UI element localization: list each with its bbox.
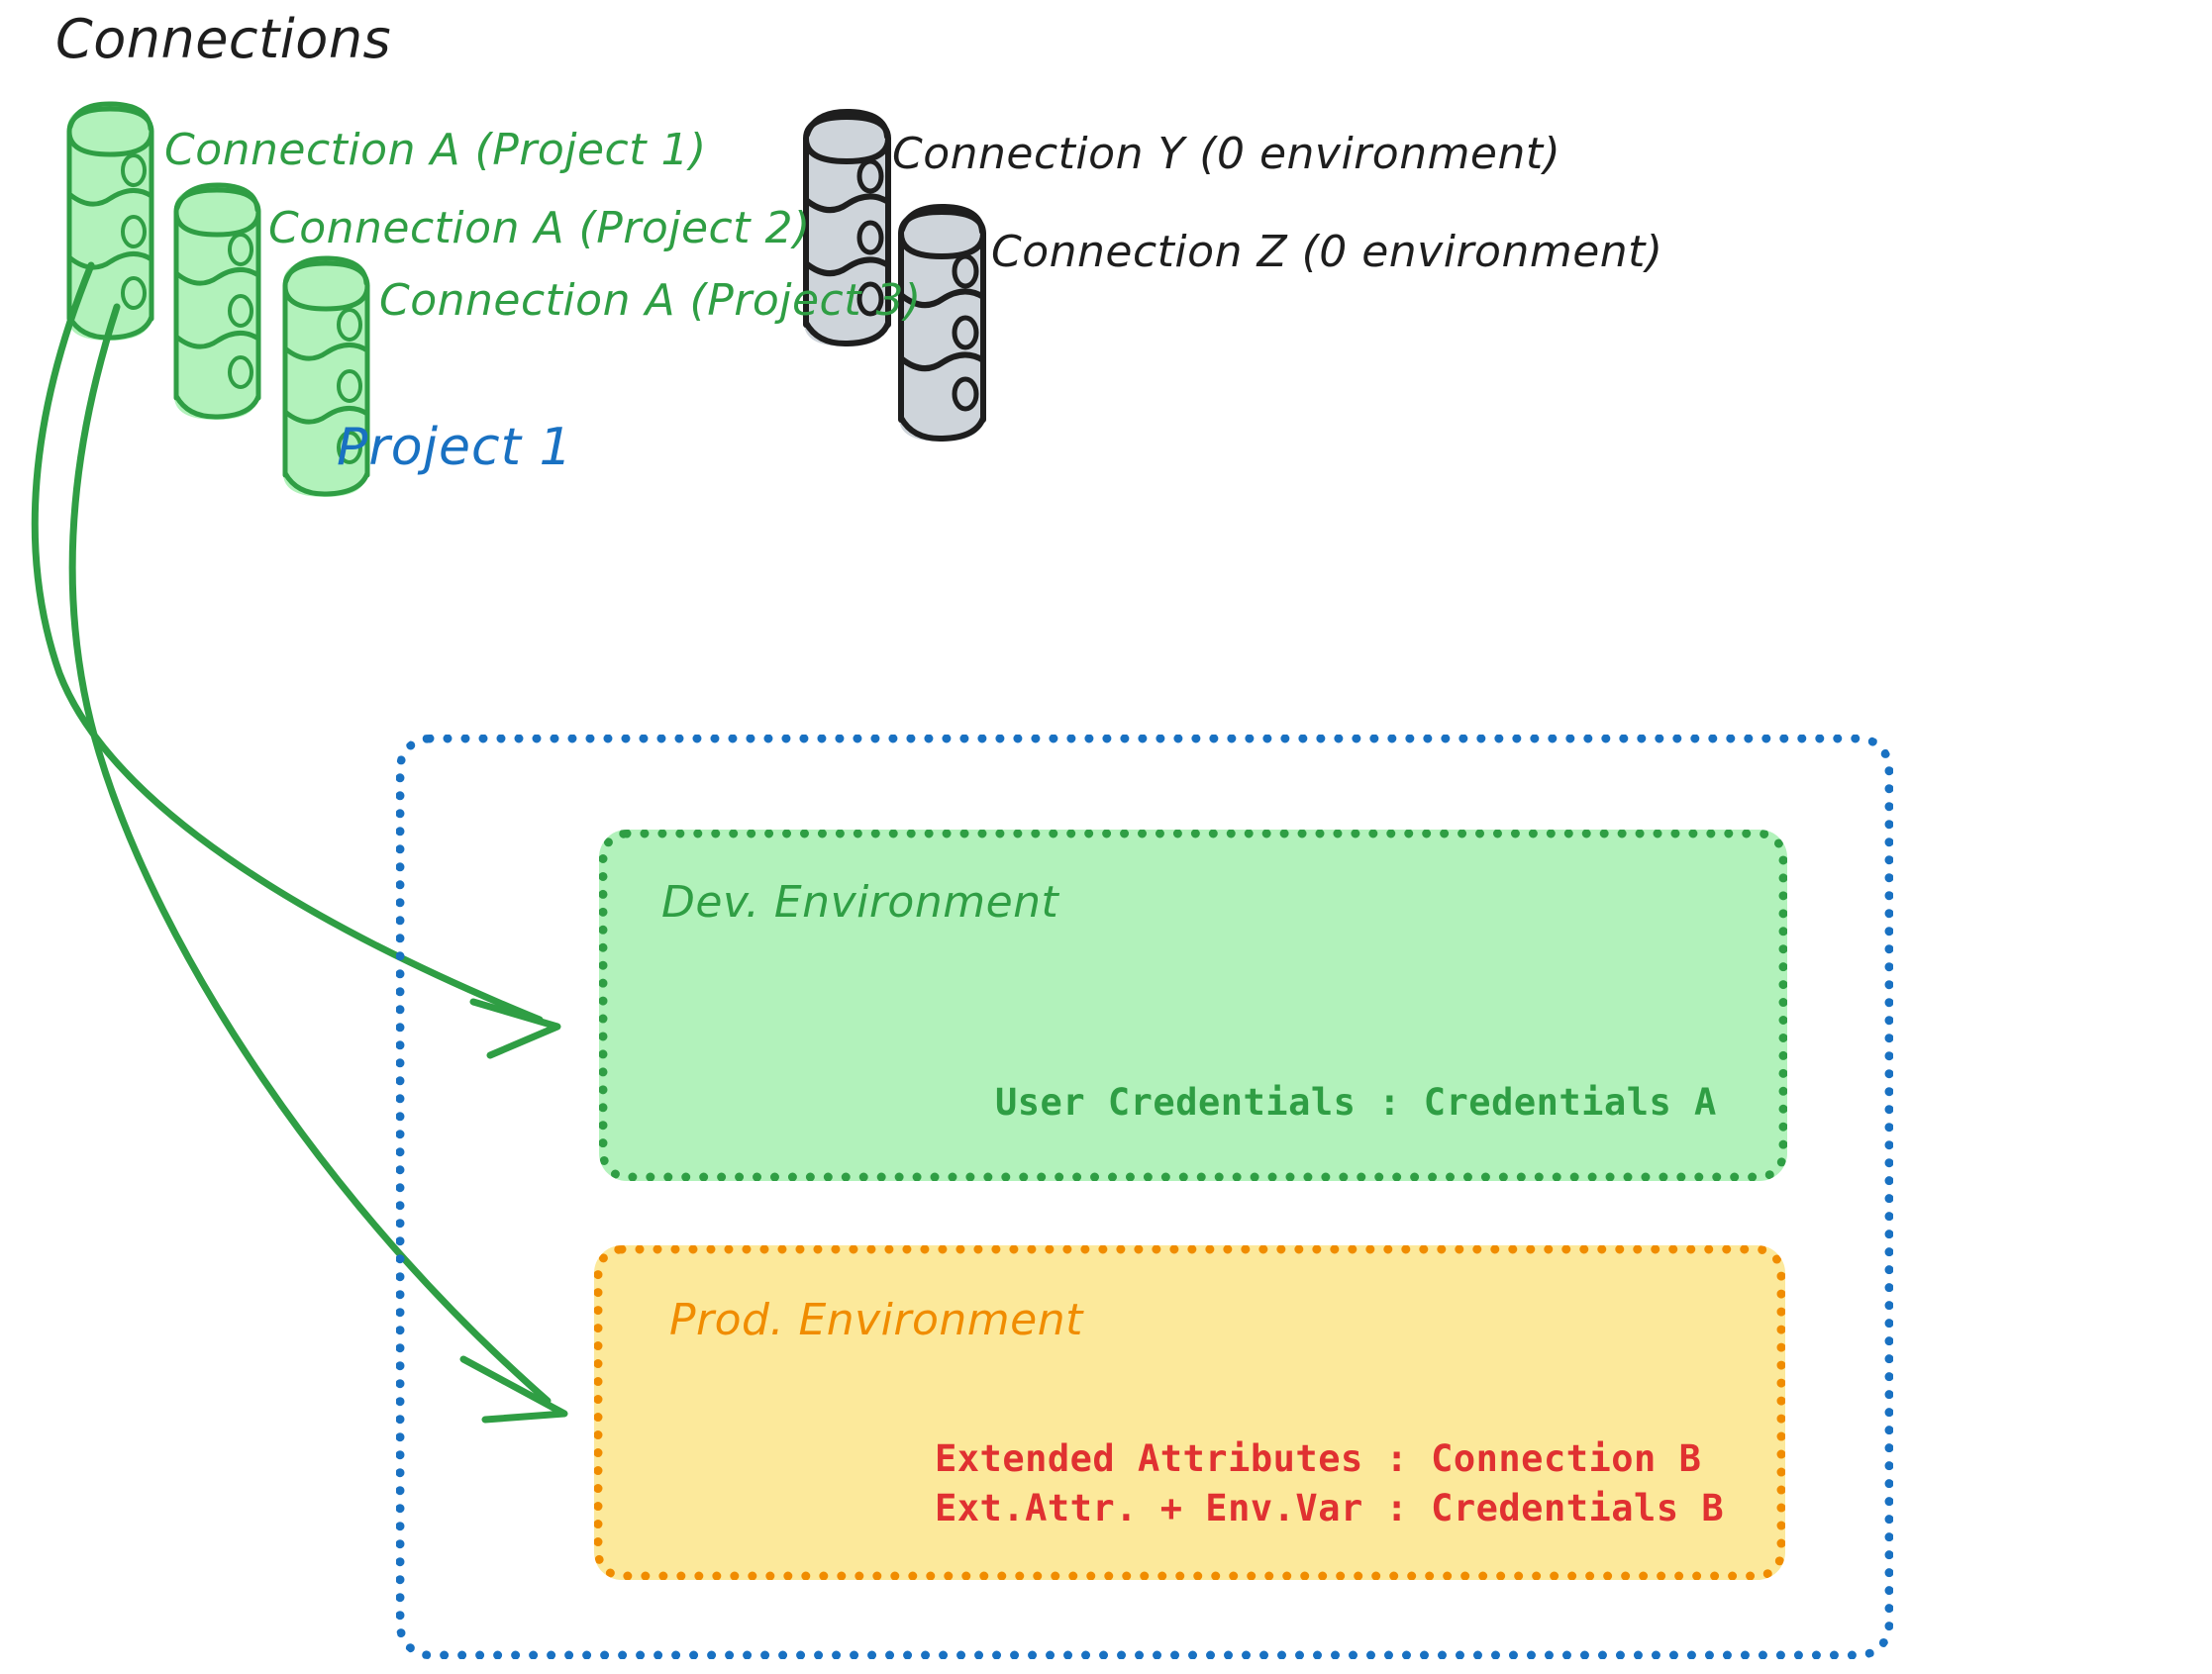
connection-label-y: Connection Y (0 environment)	[892, 129, 1561, 179]
prod-extended-attributes-row: Extended Attributes : Connection B	[935, 1437, 1702, 1480]
connection-label-a-project-1: Connection A (Project 1)	[164, 125, 707, 175]
database-cylinder-icon-connection-a-2	[173, 182, 261, 420]
arrow-connection-a-to-dev	[31, 261, 561, 1059]
page-title: Connections	[55, 8, 392, 70]
database-cylinder-icon-connection-y	[802, 108, 892, 347]
connection-label-a-project-2: Connection A (Project 2)	[268, 203, 811, 253]
project-title: Project 1	[337, 418, 573, 477]
database-cylinder-icon-connection-a-3	[282, 255, 370, 497]
project-container	[396, 735, 1893, 1659]
prod-ext-attr-env-var-row: Ext.Attr. + Env.Var : Credentials B	[935, 1487, 1725, 1529]
dev-environment-title: Dev. Environment	[661, 877, 1059, 928]
database-cylinder-icon-connection-z	[897, 203, 987, 443]
dev-environment-box	[599, 830, 1787, 1181]
dev-user-credentials-row: User Credentials : Credentials A	[995, 1081, 1717, 1124]
prod-environment-box	[594, 1245, 1785, 1580]
arrow-connection-a-to-prod	[68, 303, 568, 1424]
connection-label-a-project-3: Connection A (Project 3)	[379, 275, 922, 326]
connection-label-z: Connection Z (0 environment)	[991, 227, 1663, 277]
prod-environment-title: Prod. Environment	[669, 1295, 1083, 1345]
database-cylinder-icon-connection-a-1	[66, 101, 154, 341]
